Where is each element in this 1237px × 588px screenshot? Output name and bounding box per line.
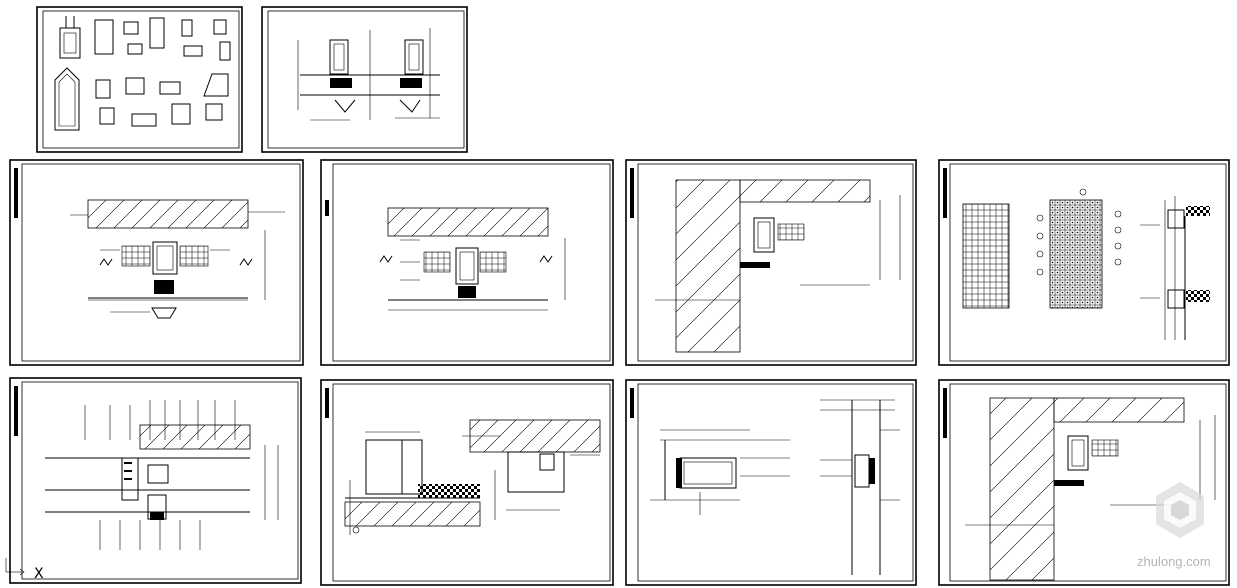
- sheet-profile-sections[interactable]: [36, 6, 243, 153]
- section-drawing-d: [965, 397, 1216, 581]
- sheet-corner-wall-b[interactable]: [938, 379, 1230, 586]
- section-drawing-a: [70, 199, 285, 319]
- bracket-drawing: [650, 399, 900, 575]
- section-drawing-b: [379, 207, 566, 311]
- sheet-bracket-connection[interactable]: [625, 379, 917, 586]
- mullion-drawings: [297, 28, 440, 121]
- sheet-horizontal-joint-b[interactable]: [320, 159, 614, 366]
- sheet-panel-grid[interactable]: [938, 159, 1230, 366]
- zhulong-logo-icon: [1156, 482, 1204, 538]
- sheet-horizontal-joint-a[interactable]: [9, 159, 304, 366]
- sheet-mullion-details[interactable]: [261, 6, 468, 153]
- panel-grid-drawing: [962, 188, 1210, 340]
- ucs-axis-icon: X: [5, 558, 44, 582]
- section-drawing-c: [655, 179, 901, 353]
- sheet-corner-wall-a[interactable]: [625, 159, 917, 366]
- watermark-text: zhulong.com: [1137, 554, 1211, 569]
- watermark: zhulong.com: [1137, 482, 1211, 569]
- node-drawing: [45, 400, 279, 550]
- profile-drawings: [54, 16, 231, 131]
- sheet-sill-transom[interactable]: [320, 379, 614, 586]
- ucs-x-label: X: [34, 566, 44, 582]
- sill-drawing: [344, 419, 601, 535]
- sheet-vertical-node[interactable]: [9, 377, 302, 584]
